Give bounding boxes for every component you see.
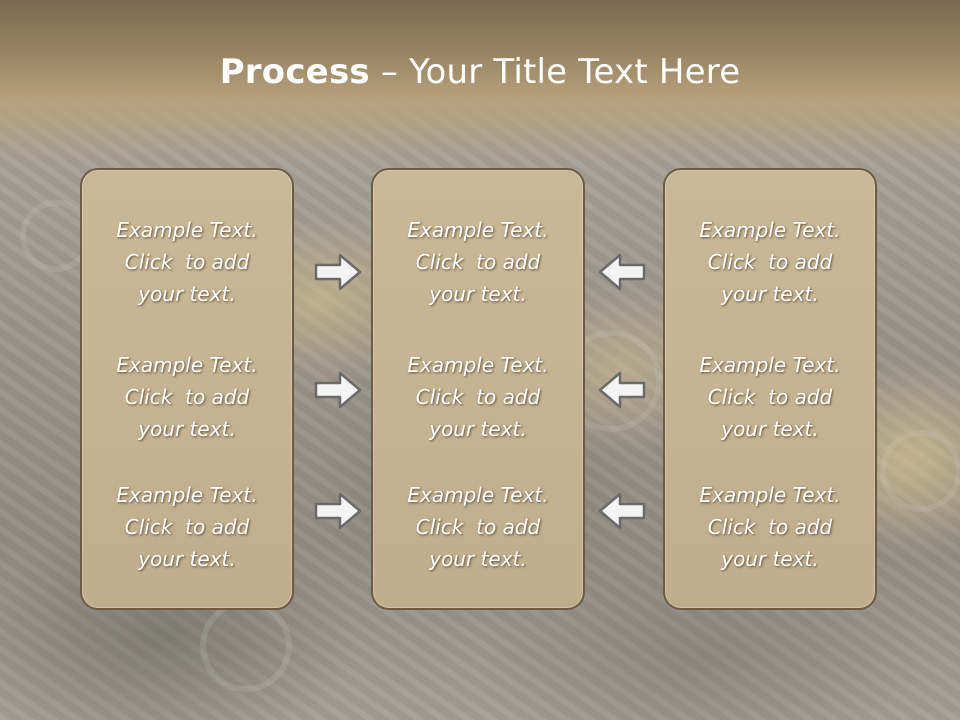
text-line: your text. (721, 547, 819, 571)
process-box-left[interactable]: Example Text. Click to add your text. Ex… (80, 168, 294, 610)
text-placeholder[interactable]: Example Text. Click to add your text. (373, 214, 583, 310)
text-placeholder[interactable]: Example Text. Click to add your text. (665, 479, 875, 575)
text-line: Example Text. (699, 218, 841, 242)
background-gear-shape (880, 430, 960, 512)
text-line: your text. (429, 282, 527, 306)
text-line: your text. (138, 417, 236, 441)
text-line: Click to add (707, 250, 833, 274)
text-line: your text. (429, 547, 527, 571)
text-line: Example Text. (116, 483, 258, 507)
text-line: your text. (138, 282, 236, 306)
slide-title-rest: – Your Title Text Here (369, 52, 741, 92)
text-placeholder[interactable]: Example Text. Click to add your text. (82, 479, 292, 575)
text-line: your text. (721, 282, 819, 306)
process-box-middle[interactable]: Example Text. Click to add your text. Ex… (371, 168, 585, 610)
text-placeholder[interactable]: Example Text. Click to add your text. (665, 214, 875, 310)
text-placeholder[interactable]: Example Text. Click to add your text. (373, 479, 583, 575)
text-line: Click to add (415, 385, 541, 409)
title-band (0, 0, 960, 160)
text-placeholder[interactable]: Example Text. Click to add your text. (665, 349, 875, 445)
text-line: Click to add (415, 250, 541, 274)
text-line: Click to add (124, 515, 250, 539)
text-line: Example Text. (699, 483, 841, 507)
arrow-left-icon[interactable] (598, 491, 646, 531)
text-line: Example Text. (116, 218, 258, 242)
text-line: your text. (429, 417, 527, 441)
arrow-left-icon[interactable] (598, 370, 646, 410)
process-box-right[interactable]: Example Text. Click to add your text. Ex… (663, 168, 877, 610)
text-line: Example Text. (116, 353, 258, 377)
text-line: Click to add (124, 385, 250, 409)
arrow-right-icon[interactable] (314, 252, 362, 292)
text-line: your text. (721, 417, 819, 441)
arrow-right-icon[interactable] (314, 491, 362, 531)
text-line: Example Text. (699, 353, 841, 377)
text-line: Click to add (707, 385, 833, 409)
text-line: Click to add (707, 515, 833, 539)
arrow-right-icon[interactable] (314, 370, 362, 410)
text-placeholder[interactable]: Example Text. Click to add your text. (82, 214, 292, 310)
text-line: your text. (138, 547, 236, 571)
text-line: Example Text. (407, 218, 549, 242)
text-line: Example Text. (407, 353, 549, 377)
slide-title-bold: Process (219, 52, 370, 92)
arrow-left-icon[interactable] (598, 252, 646, 292)
text-placeholder[interactable]: Example Text. Click to add your text. (373, 349, 583, 445)
text-placeholder[interactable]: Example Text. Click to add your text. (82, 349, 292, 445)
slide-title[interactable]: Process – Your Title Text Here (0, 52, 960, 92)
text-line: Example Text. (407, 483, 549, 507)
text-line: Click to add (415, 515, 541, 539)
text-line: Click to add (124, 250, 250, 274)
